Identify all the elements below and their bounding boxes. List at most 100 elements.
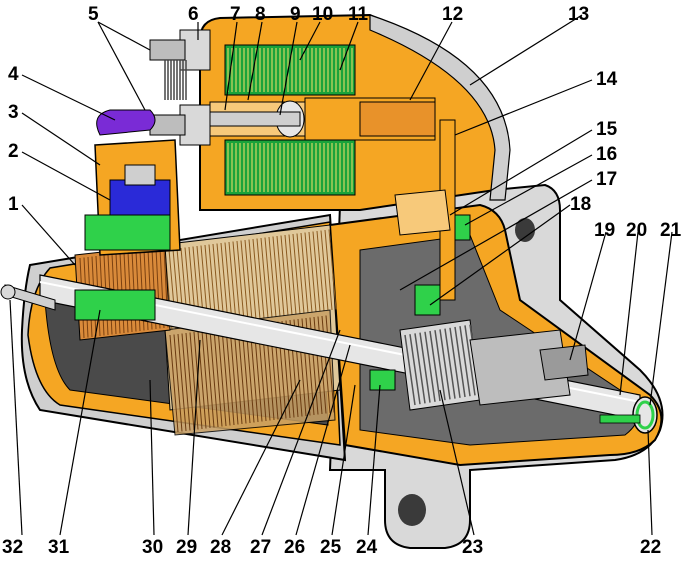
detail-line <box>185 332 195 431</box>
detail-line <box>201 330 211 429</box>
label-30: 30 <box>142 537 163 558</box>
detail-line <box>272 236 281 317</box>
label-12: 12 <box>442 4 463 25</box>
detail-line <box>189 332 199 430</box>
label-22: 22 <box>640 537 661 558</box>
label-2: 2 <box>8 141 19 162</box>
detail-line <box>224 242 233 323</box>
label-9: 9 <box>290 4 301 25</box>
label-29: 29 <box>176 537 197 558</box>
label-25: 25 <box>320 537 342 558</box>
label-13: 13 <box>568 4 589 25</box>
detail-line <box>434 330 446 401</box>
detail-line <box>240 240 249 321</box>
detail-line <box>404 334 416 406</box>
detail-line <box>424 331 436 402</box>
detail-line <box>459 326 471 397</box>
label-24: 24 <box>356 537 378 558</box>
label-6: 6 <box>188 4 199 25</box>
detail-line <box>296 233 305 314</box>
detail-line <box>233 326 243 425</box>
label-3: 3 <box>8 102 19 123</box>
detail-line <box>312 231 321 312</box>
detail-line <box>217 328 227 427</box>
detail-line <box>308 231 317 313</box>
detail-line <box>264 237 273 318</box>
label-16: 16 <box>596 144 617 165</box>
detail-line <box>429 330 441 402</box>
detail-line <box>292 233 301 315</box>
detail-line <box>300 232 309 314</box>
detail-line <box>241 325 251 424</box>
detail-line <box>454 326 466 398</box>
detail-line <box>236 240 245 322</box>
leader-lines <box>9 14 673 536</box>
label-15: 15 <box>596 119 618 140</box>
detail-line <box>173 334 183 432</box>
drive-pinion <box>399 319 589 411</box>
detail-line <box>320 230 329 311</box>
label-1: 1 <box>8 194 19 215</box>
label-11: 11 <box>348 4 369 25</box>
detail-line <box>221 328 231 426</box>
label-14: 14 <box>596 69 618 90</box>
green-details <box>369 214 641 424</box>
detail-line <box>328 229 337 310</box>
detail-line <box>256 238 265 319</box>
label-17: 17 <box>596 169 617 190</box>
detail-line <box>209 329 219 428</box>
label-10: 10 <box>312 4 333 25</box>
detail-line <box>304 232 313 313</box>
detail-line <box>216 243 225 324</box>
detail-line <box>205 330 215 428</box>
detail-line <box>325 315 335 413</box>
detail-line <box>414 333 426 404</box>
label-28: 28 <box>210 537 231 558</box>
detail-line <box>316 230 325 312</box>
detail-line <box>419 332 431 403</box>
detail-line <box>220 242 229 324</box>
label-31: 31 <box>48 537 70 558</box>
brush-holder <box>74 109 181 321</box>
label-20: 20 <box>626 220 647 241</box>
detail-line <box>213 329 223 427</box>
detail-line <box>276 235 285 317</box>
detail-line <box>169 334 179 433</box>
label-7: 7 <box>230 4 241 25</box>
terminal-stud <box>0 284 56 311</box>
detail-line <box>409 334 421 405</box>
detail-line <box>237 326 247 424</box>
detail-line <box>449 327 461 398</box>
detail-line <box>444 328 456 399</box>
detail-line <box>228 241 237 323</box>
detail-line <box>252 238 261 320</box>
detail-line <box>464 325 476 396</box>
label-18: 18 <box>570 194 591 215</box>
detail-line <box>177 333 187 432</box>
part-labels: 1 2 3 4 5 6 7 8 9 10 11 12 13 14 15 16 1… <box>2 4 682 558</box>
label-19: 19 <box>594 220 615 241</box>
detail-line <box>288 234 297 315</box>
label-27: 27 <box>250 537 271 558</box>
label-21: 21 <box>660 220 682 241</box>
detail-line <box>225 327 235 426</box>
detail-line <box>268 236 277 318</box>
detail-line <box>260 237 269 319</box>
label-5: 5 <box>88 4 99 25</box>
detail-line <box>248 239 257 320</box>
label-8: 8 <box>255 4 266 25</box>
detail-line <box>324 229 333 311</box>
detail-line <box>280 235 289 316</box>
label-4: 4 <box>8 64 19 85</box>
detail-line <box>284 234 293 316</box>
detail-line <box>181 333 191 431</box>
solenoid <box>149 13 511 301</box>
label-32: 32 <box>2 537 23 558</box>
detail-line <box>232 241 241 322</box>
detail-line <box>439 329 451 400</box>
label-26: 26 <box>284 537 305 558</box>
detail-line <box>244 239 253 321</box>
label-23: 23 <box>462 537 483 558</box>
detail-line <box>229 327 239 425</box>
